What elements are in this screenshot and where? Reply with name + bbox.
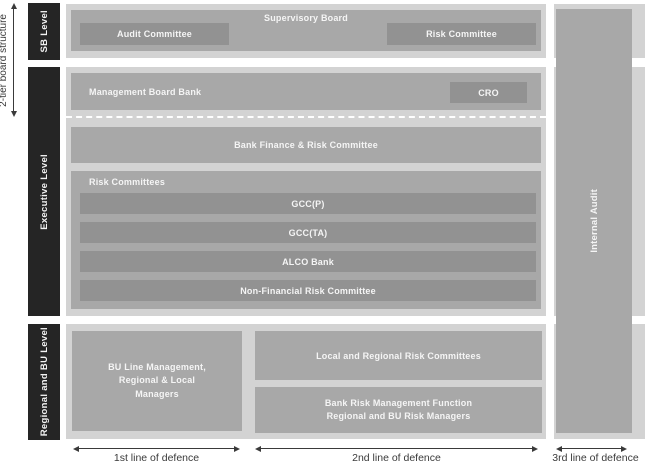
bu-line-management-box: BU Line Management, Regional & Local Man…	[72, 331, 242, 431]
executive-level-text: Executive Level	[38, 153, 50, 230]
arrow-line	[13, 9, 14, 111]
non-financial-risk-committee-box: Non-Financial Risk Committee	[80, 280, 536, 301]
alco-bank-label: ALCO Bank	[282, 256, 334, 267]
arrow-left-icon	[255, 445, 261, 452]
bu-line-management-label: BU Line Management, Regional & Local Man…	[108, 362, 206, 399]
sb-level-text: SB Level	[38, 10, 50, 53]
arrow-left-icon	[556, 445, 562, 452]
alco-bank-box: ALCO Bank	[80, 251, 536, 272]
first-line-arrow	[73, 445, 240, 452]
audit-committee-box: Audit Committee	[80, 23, 229, 45]
arrow-line	[562, 448, 621, 449]
internal-audit-box: Internal Audit	[556, 9, 632, 433]
gcc-ta-box: GCC(TA)	[80, 222, 536, 243]
third-line-arrow	[556, 445, 627, 452]
supervisory-board-box: Supervisory Board Audit Committee Risk C…	[71, 10, 541, 51]
local-regional-risk-committees-box: Local and Regional Risk Committees	[255, 331, 542, 380]
arrow-left-icon	[73, 445, 79, 452]
cro-label: CRO	[478, 87, 499, 98]
risk-committee-label: Risk Committee	[426, 29, 497, 39]
gcc-p-label: GCC(P)	[291, 198, 325, 209]
bank-risk-management-label: Bank Risk Management Function Regional a…	[324, 397, 473, 421]
two-tier-range-arrow	[10, 3, 17, 117]
audit-committee-label: Audit Committee	[117, 29, 192, 39]
arrow-right-icon	[621, 445, 627, 452]
risk-committees-box: Risk Committees GCC(P) GCC(TA) ALCO Bank…	[71, 171, 541, 309]
regional-bu-level-text: Regional and BU Level	[38, 327, 50, 437]
dashed-divider	[66, 116, 546, 118]
sb-level-label: SB Level	[28, 3, 60, 60]
bank-risk-management-box: Bank Risk Management Function Regional a…	[255, 387, 542, 433]
third-line-of-defence-label: 3rd line of defence	[552, 452, 639, 464]
risk-committees-title: Risk Committees	[89, 177, 166, 187]
arrow-down-icon	[10, 111, 17, 117]
cro-box: CRO	[450, 82, 527, 103]
arrow-line	[261, 448, 532, 449]
gcc-ta-label: GCC(TA)	[288, 227, 328, 238]
first-line-of-defence-label: 1st line of defence	[113, 452, 200, 464]
arrow-up-icon	[10, 3, 17, 9]
arrow-right-icon	[532, 445, 538, 452]
gcc-p-box: GCC(P)	[80, 193, 536, 214]
supervisory-board-title: Supervisory Board	[264, 13, 348, 23]
management-board-bank-box: Management Board Bank CRO	[71, 73, 541, 110]
non-financial-risk-committee-label: Non-Financial Risk Committee	[240, 285, 376, 296]
bank-finance-risk-committee-box: Bank Finance & Risk Committee	[71, 127, 541, 163]
two-tier-board-structure-text: 2-tier board structure	[0, 13, 9, 107]
risk-committee-box: Risk Committee	[387, 23, 536, 45]
two-tier-board-structure-label: 2-tier board structure	[0, 3, 10, 117]
second-line-of-defence-label: 2nd line of defence	[352, 452, 441, 464]
second-line-arrow	[255, 445, 538, 452]
local-regional-risk-committees-label: Local and Regional Risk Committees	[316, 350, 481, 361]
internal-audit-label: Internal Audit	[588, 189, 600, 253]
executive-level-label: Executive Level	[28, 67, 60, 316]
executive-level-panel: Management Board Bank CRO Bank Finance &…	[66, 67, 546, 316]
bank-finance-risk-committee-label: Bank Finance & Risk Committee	[234, 140, 378, 150]
regional-bu-level-panel: BU Line Management, Regional & Local Man…	[66, 324, 546, 439]
management-board-bank-label: Management Board Bank	[89, 86, 202, 97]
sb-level-panel: Supervisory Board Audit Committee Risk C…	[66, 4, 546, 58]
arrow-line	[79, 448, 234, 449]
arrow-right-icon	[234, 445, 240, 452]
regional-bu-level-label: Regional and BU Level	[28, 324, 60, 440]
